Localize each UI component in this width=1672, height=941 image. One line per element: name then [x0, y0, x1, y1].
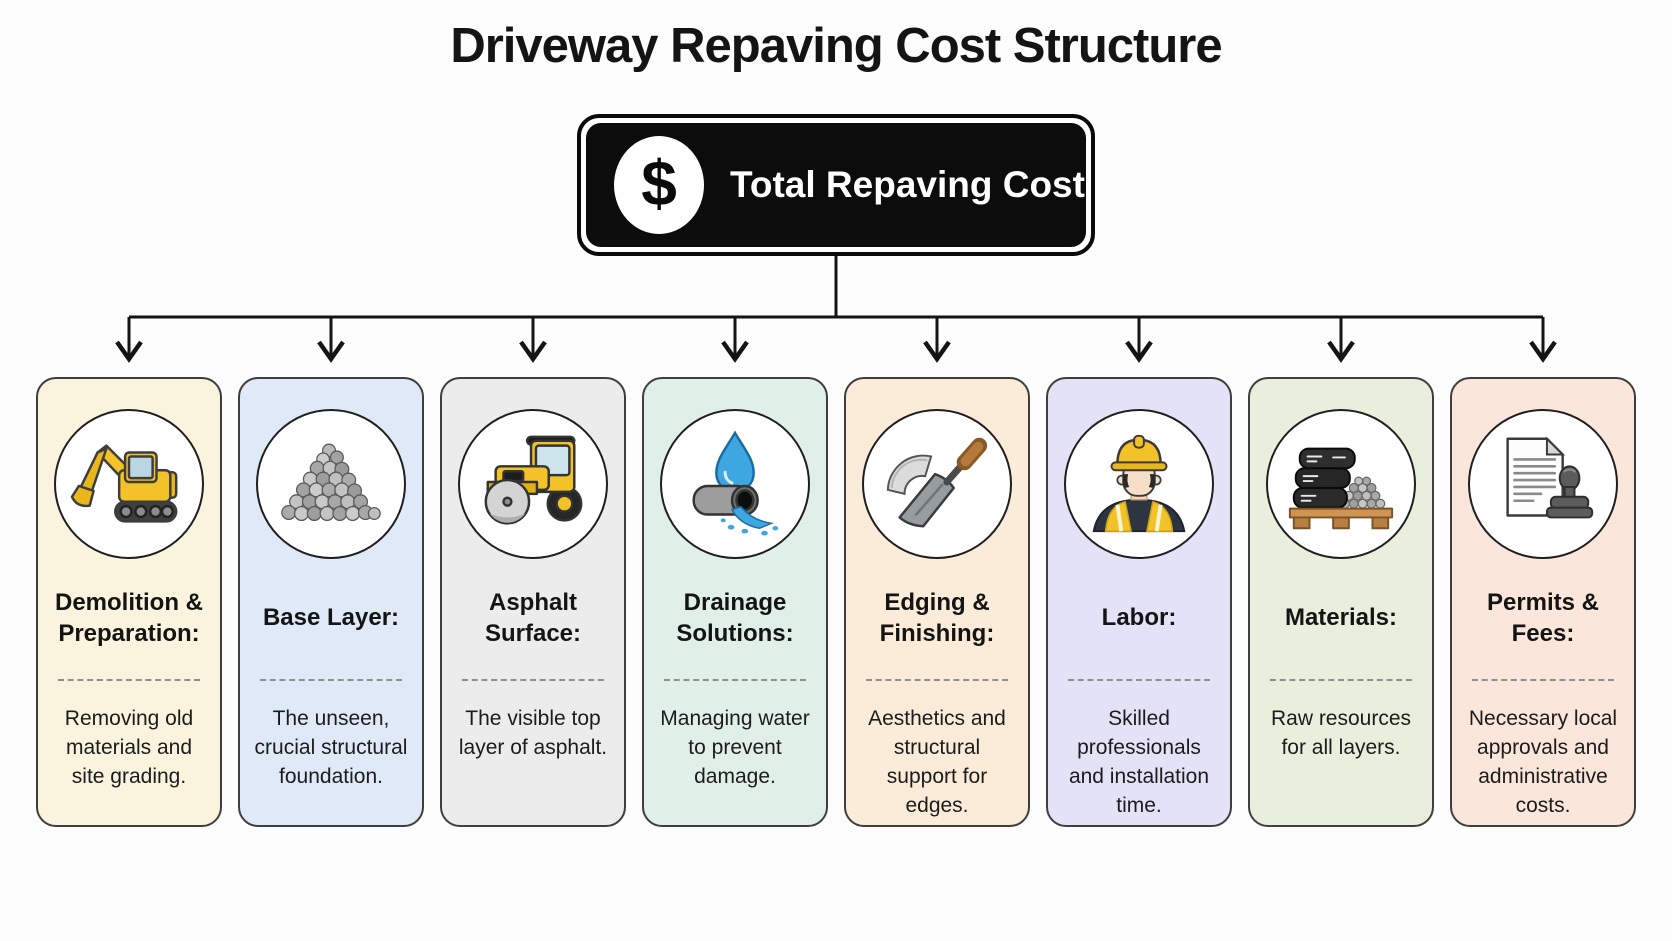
card-description: The unseen, crucial structural foundatio… [254, 707, 408, 788]
card-divider [260, 679, 402, 681]
card-labor: Labor: Skilled professionals and install… [1046, 377, 1232, 827]
card-title: Base Layer: [262, 604, 400, 632]
card-description: Raw resources for all layers. [1270, 707, 1412, 759]
card-icon-circle [256, 409, 406, 559]
trowel-icon [886, 437, 988, 528]
card-title: Permits & Fees: [1486, 588, 1600, 647]
card-drainage-solutions: Drainage Solutions: Managing water to pr… [642, 377, 828, 827]
card-description: Aesthetics and structural support for ed… [868, 707, 1006, 817]
card-icon-circle [862, 409, 1012, 559]
card-description: Managing water to prevent damage. [660, 707, 810, 788]
construction-worker-icon [1092, 434, 1186, 533]
document-stamp-icon [1506, 436, 1594, 519]
down-arrow-icon [115, 317, 1557, 363]
card-title: Demolition & Preparation: [55, 588, 203, 647]
card-icon-circle [1468, 409, 1618, 559]
road-roller-icon [484, 435, 583, 525]
water-drainage-icon [692, 430, 779, 536]
excavator-icon [70, 444, 178, 523]
card-title: Edging & Finishing: [879, 588, 995, 647]
card-title: Drainage Solutions: [676, 588, 794, 647]
gravel-pile-icon [281, 443, 381, 522]
cost-components-row: Demolition & Preparation: Removing old m… [0, 377, 1672, 827]
dollar-symbol: $ [641, 147, 677, 219]
card-edging-finishing: Edging & Finishing: Aesthetics and struc… [844, 377, 1030, 827]
card-description: The visible top layer of asphalt. [458, 707, 608, 759]
card-title: Asphalt Surface: [484, 588, 582, 647]
card-divider [462, 679, 604, 681]
card-divider [866, 679, 1008, 681]
card-icon-circle [1266, 409, 1416, 559]
material-bags-icon [1288, 447, 1394, 530]
card-title: Labor: [1101, 604, 1177, 632]
connector-arrows [115, 256, 1557, 363]
card-icon-circle [1064, 409, 1214, 559]
card-divider [664, 679, 806, 681]
card-icon-circle [458, 409, 608, 559]
card-icon-circle [660, 409, 810, 559]
dollar-icon: $ [614, 136, 704, 234]
card-base-layer: Base Layer: The unseen, crucial structur… [238, 377, 424, 827]
total-cost-node: $ Total Repaving Cost [577, 114, 1095, 256]
card-divider [1270, 679, 1412, 681]
page-title: Driveway Repaving Cost Structure [450, 19, 1222, 73]
card-divider [1068, 679, 1210, 681]
card-divider [58, 679, 200, 681]
card-description: Skilled professionals and installation t… [1068, 707, 1210, 817]
card-description: Removing old materials and site grading. [64, 707, 194, 788]
card-title: Materials: [1284, 604, 1398, 632]
card-divider [1472, 679, 1614, 681]
total-cost-label: Total Repaving Cost [730, 164, 1085, 205]
card-materials: Materials: Raw resources for all layers. [1248, 377, 1434, 827]
card-description: Necessary local approvals and administra… [1468, 707, 1618, 817]
card-permits-fees: Permits & Fees: Necessary local approval… [1450, 377, 1636, 827]
card-asphalt-surface: Asphalt Surface: The visible top layer o… [440, 377, 626, 827]
card-icon-circle [54, 409, 204, 559]
card-demolition-preparation: Demolition & Preparation: Removing old m… [36, 377, 222, 827]
total-cost-node-inner: $ Total Repaving Cost [586, 123, 1086, 247]
